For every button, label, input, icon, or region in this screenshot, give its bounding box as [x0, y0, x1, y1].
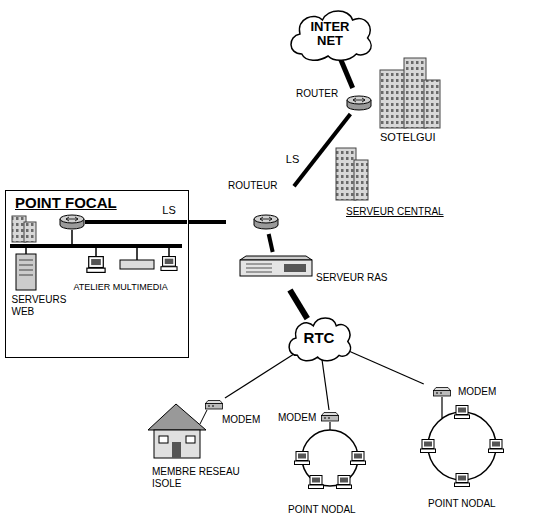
nodal-ring: [455, 406, 470, 419]
ras-server: [246, 264, 272, 272]
server-label: SERVEUR RAS: [316, 272, 388, 284]
link-line: [290, 290, 307, 319]
nodal-ring: [322, 413, 339, 422]
member-node: MODEM MEMBRE RESEAU ISOLE: [146, 398, 264, 502]
nodal-node: MODEM POINT NODAL: [276, 410, 376, 520]
nodal-ring: [434, 388, 451, 397]
link-line: [189, 220, 226, 224]
link-label: LS: [161, 204, 176, 216]
nodal-ring: [329, 422, 330, 430]
modem-label: MODEM: [458, 386, 496, 398]
ras-server: [240, 256, 312, 260]
ras-server: [284, 264, 306, 272]
cloud-label: INTER NET: [304, 20, 356, 49]
modem-label: MODEM: [222, 414, 260, 426]
nodal-ring: [295, 413, 366, 489]
link-line: [322, 359, 329, 410]
member-label: MEMBRE RESEAU ISOLE: [152, 466, 247, 490]
link-line: [340, 57, 353, 88]
router-node: ROUTEUR: [226, 178, 294, 234]
focal-lan: [19, 260, 33, 275]
router-icon: [347, 96, 371, 110]
nodal-ring: [351, 452, 366, 465]
isolated-member-house: [154, 430, 200, 458]
ras-server: [240, 260, 312, 276]
router-icon: [254, 215, 278, 229]
link-line: [294, 114, 350, 186]
sotelgui-building: [380, 70, 406, 128]
site-title: POINT FOCAL: [15, 194, 117, 211]
central-server-building: [354, 160, 368, 200]
focal-lan: [168, 248, 170, 256]
server-label: SERVEURS WEB: [12, 294, 70, 318]
nodal-ring: [295, 452, 310, 465]
cloud-outline: [291, 11, 371, 60]
router-icon: [347, 96, 371, 110]
focal-lan: [136, 248, 138, 260]
nodal-ring: [421, 388, 504, 487]
focal-lan: [71, 230, 73, 246]
link-label: LS: [285, 152, 300, 164]
nodal-label: POINT NODAL: [428, 498, 496, 510]
nodal-ring: [489, 440, 504, 453]
isolated-member-house: [200, 410, 207, 424]
nodal-ring: [421, 440, 436, 453]
isolated-member-house: [148, 404, 206, 430]
router-label: ROUTEUR: [228, 180, 277, 192]
link-line: [345, 350, 423, 384]
focal-lan: [16, 254, 36, 290]
server-node: SERVEUR RAS: [236, 252, 392, 290]
cloud-node: INTER NET: [283, 4, 377, 64]
nodal-ring: [455, 474, 470, 487]
cloud-outline: [289, 318, 350, 361]
sotelgui-building: [380, 58, 440, 128]
router-icon: [254, 215, 278, 229]
cloud-label: RTC: [304, 330, 335, 347]
workshop-node: ATELIER MULTIMEDIA: [72, 252, 184, 297]
server-node: SERVEUR CENTRAL: [334, 146, 448, 222]
focal-lan: [24, 222, 36, 242]
cloud-node: RTC: [283, 312, 355, 364]
modem-label: MODEM: [278, 412, 316, 424]
focal-lan: [10, 215, 187, 290]
workshop-label: ATELIER MULTIMEDIA: [74, 282, 168, 293]
ras-server: [240, 256, 312, 276]
link-line: [269, 234, 273, 252]
nodal-node: MODEM POINT NODAL: [402, 384, 522, 514]
organisation-label: SOTELGUI: [380, 131, 436, 144]
focal-lan: [85, 220, 187, 224]
link-line: [225, 352, 296, 398]
isolated-member-house: [172, 442, 181, 458]
nodal-ring: [428, 412, 496, 480]
sotelgui-building: [404, 58, 426, 128]
focal-lan: [120, 260, 154, 269]
nodal-ring: [441, 397, 442, 418]
focal-lan: [60, 215, 84, 229]
isolated-member-house: [186, 436, 195, 443]
isolated-member-house: [206, 401, 223, 410]
server-label: SERVEUR CENTRAL: [346, 206, 444, 218]
isolated-member-house: [159, 436, 168, 443]
nodal-ring: [309, 476, 324, 489]
server-node: SERVEURS WEB: [10, 254, 74, 322]
central-server-building: [336, 148, 368, 200]
sotelgui-building: [424, 80, 440, 128]
focal-lan: [87, 257, 105, 273]
router-label: ROUTER: [296, 88, 338, 100]
focal-lan: [161, 257, 177, 271]
nodal-ring: [337, 476, 352, 489]
router-node: ROUTER: [296, 88, 372, 114]
central-server-building: [336, 148, 356, 200]
focal-lan: [95, 248, 97, 256]
nodal-label: POINT NODAL: [288, 504, 356, 516]
isolated-member-house: [148, 401, 223, 459]
focal-lan: [25, 248, 27, 254]
focal-lan: [10, 244, 182, 248]
